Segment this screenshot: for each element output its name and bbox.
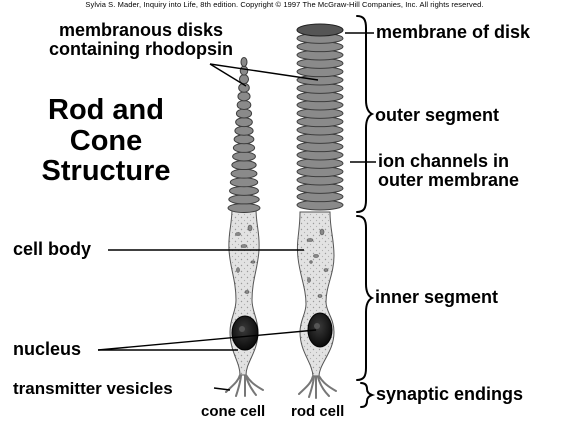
cone-disk	[229, 195, 259, 204]
cone-disk	[236, 118, 253, 127]
cone-synaptic-ending	[226, 375, 263, 396]
membrane-of-disk-label: membrane of disk	[376, 23, 530, 42]
outer-segment-label: outer segment	[375, 106, 499, 125]
cone-outer-segment	[228, 58, 260, 213]
nucleus-label: nucleus	[13, 340, 81, 359]
cone-cell-label: cone cell	[201, 404, 265, 420]
title-line-3: Structure	[18, 156, 194, 187]
rod-cell-drawing	[297, 24, 343, 398]
cone-disk	[233, 152, 256, 161]
synaptic-endings-label: synaptic endings	[376, 385, 523, 404]
cone-disk	[234, 135, 254, 144]
rod-top-disk	[297, 24, 343, 36]
cone-disk	[228, 204, 260, 213]
cone-disk	[237, 100, 251, 109]
cone-disk	[240, 66, 248, 75]
membranous-disks-label: membranous disks containing rhodopsin	[49, 21, 233, 59]
outer-segment-brace	[357, 16, 372, 212]
cone-disk	[235, 126, 253, 135]
inner-segment-label: inner segment	[375, 288, 498, 307]
title-line-1: Rod and	[18, 95, 194, 126]
cell-body-label: cell body	[13, 240, 91, 259]
rod-cell-label: rod cell	[291, 404, 344, 420]
rod-inner-segment	[297, 212, 334, 376]
rod-outer-segment	[297, 24, 343, 210]
cone-disk	[232, 161, 256, 170]
inner-segment-brace	[357, 216, 372, 380]
cone-disk	[238, 92, 250, 101]
cone-disk	[236, 109, 251, 118]
cone-disk	[230, 178, 257, 187]
transmitter-vesicles-label: transmitter vesicles	[13, 380, 173, 398]
braces	[357, 16, 372, 407]
diagram-title: Rod and Cone Structure	[18, 95, 194, 187]
cone-nucleus	[232, 316, 258, 350]
cone-disk	[241, 58, 247, 67]
rod-synaptic-ending	[299, 376, 336, 398]
cone-cell-drawing	[226, 58, 263, 397]
cone-disk	[230, 186, 259, 195]
cone-disk	[233, 143, 254, 152]
title-line-2: Cone	[18, 126, 194, 157]
ion-channels-label: ion channels in outer membrane	[378, 152, 519, 190]
synaptic-endings-brace	[361, 383, 372, 407]
cone-disk	[231, 169, 257, 178]
